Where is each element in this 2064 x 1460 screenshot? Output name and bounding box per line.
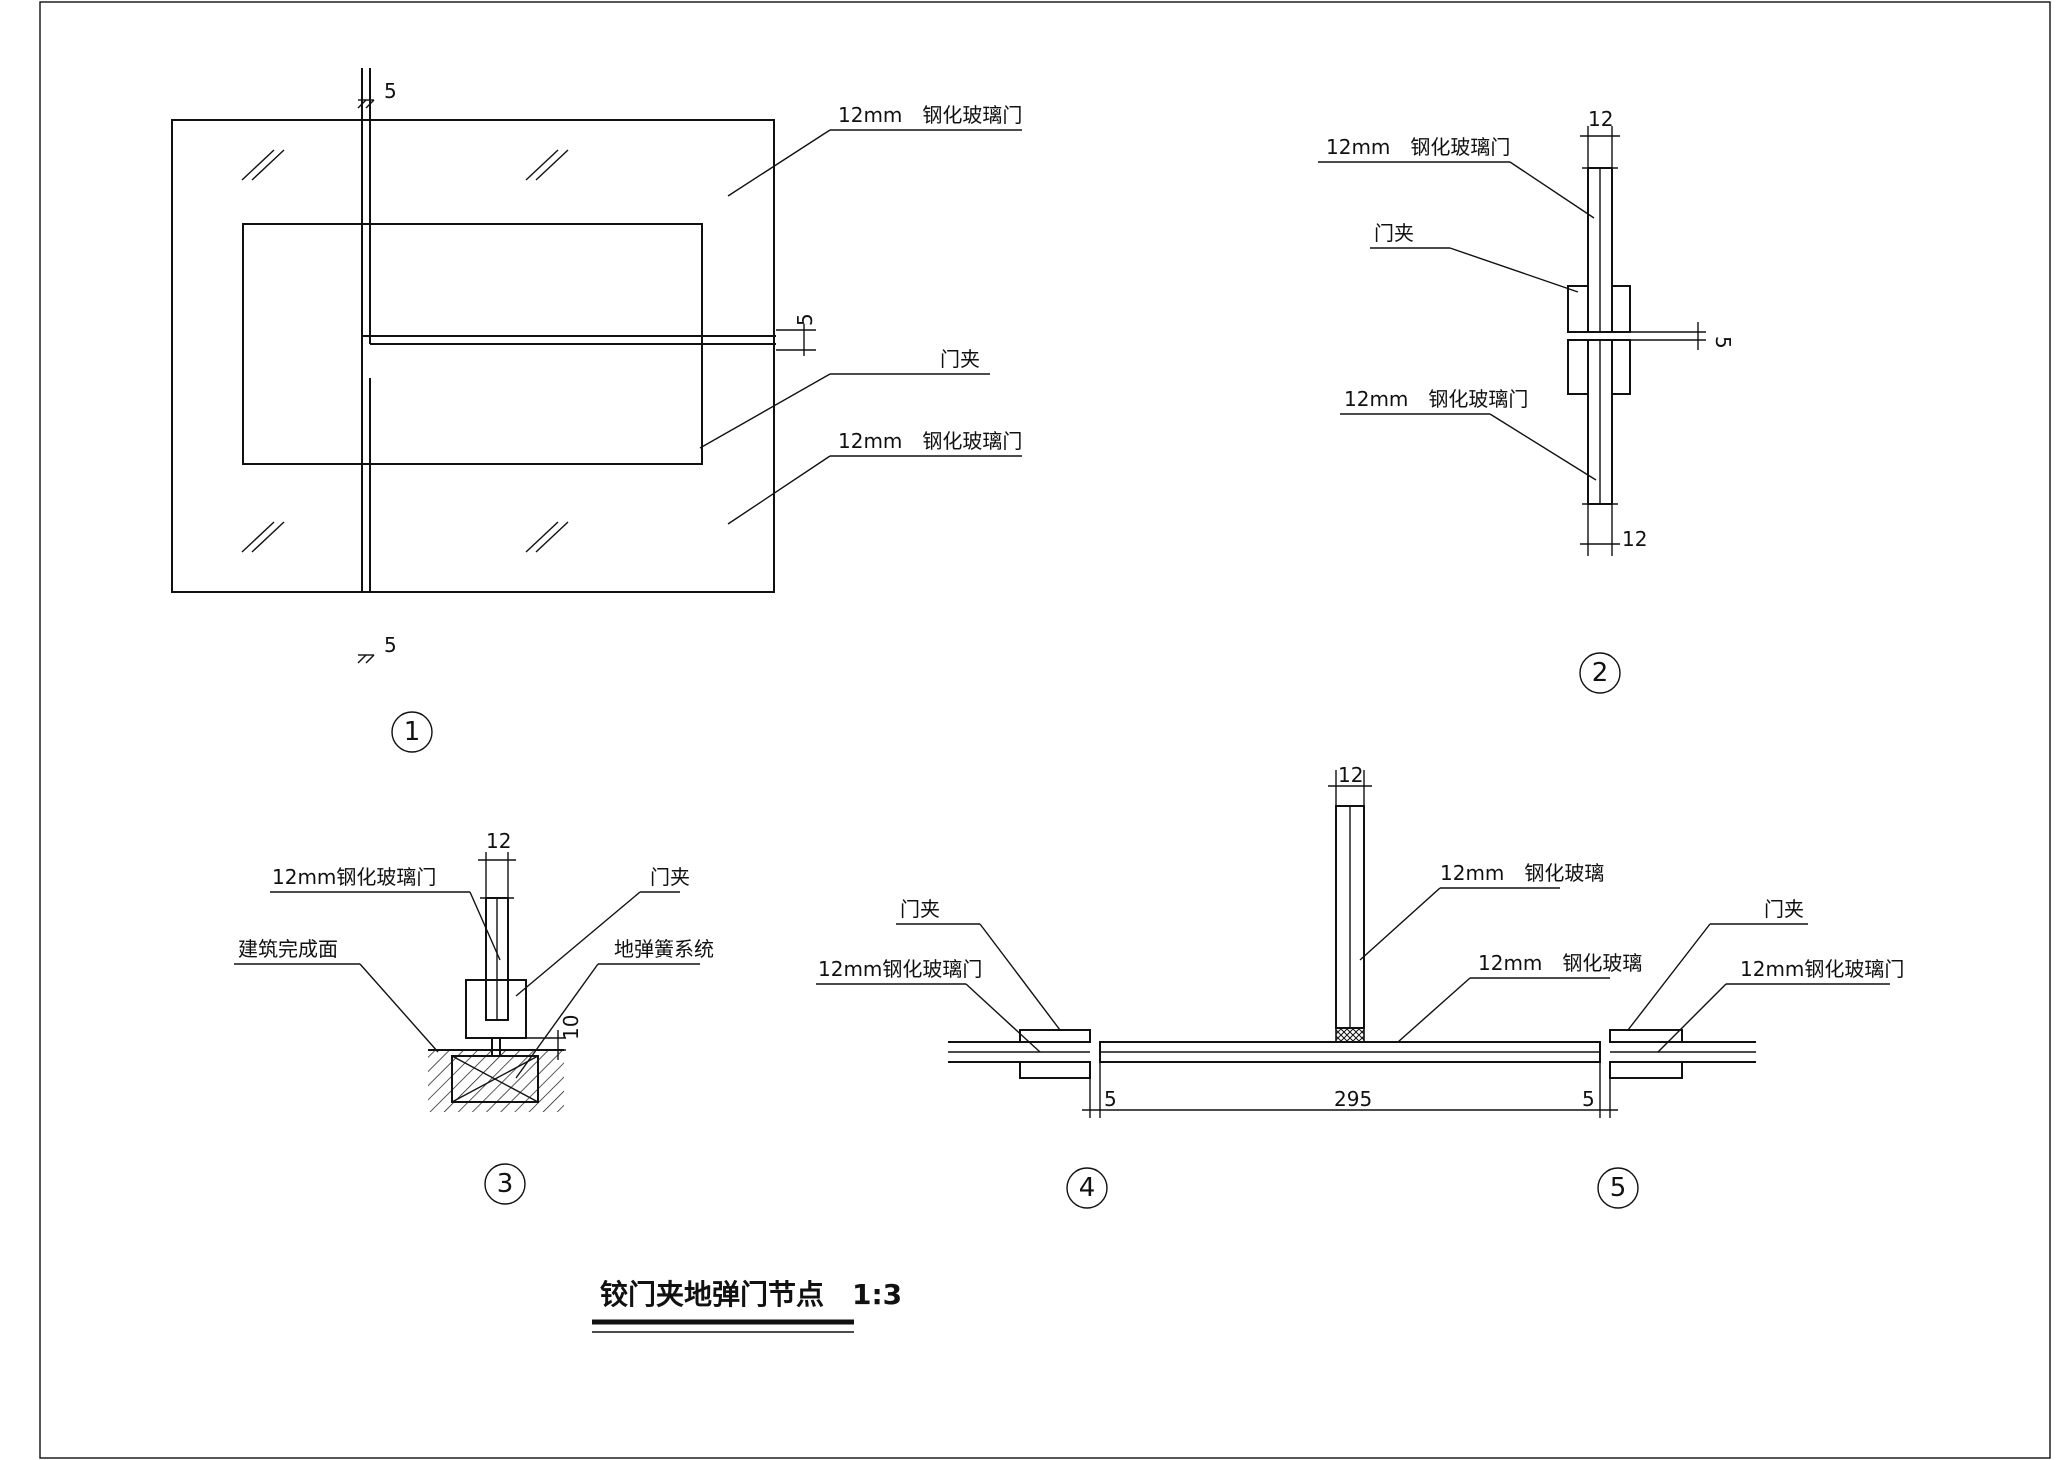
dim-gap: 5 xyxy=(1711,336,1735,349)
dim-left: 5 xyxy=(1104,1087,1117,1111)
detail-number: 3 xyxy=(497,1169,514,1199)
dimension-marks xyxy=(1580,126,1706,556)
clip-left-bottom xyxy=(1019,1061,1091,1079)
detail-number-5: 5 xyxy=(1610,1173,1627,1203)
leader-lines xyxy=(1318,161,1597,481)
detail-4-5: 12 5 295 5 12mm 钢化玻璃 12mm 钢化玻璃 门夹 12mm钢化… xyxy=(816,763,1904,1209)
detail-number-circle-4 xyxy=(1066,1167,1108,1209)
dim-right: 5 xyxy=(1582,1087,1595,1111)
label-door-clip: 门夹 xyxy=(1374,221,1414,245)
clip-right-top xyxy=(1609,1029,1683,1043)
clip-upper-left xyxy=(1567,285,1589,333)
leader-lines xyxy=(816,887,1890,1053)
clip-lower-left xyxy=(1567,339,1589,395)
dim-right: 5 xyxy=(793,313,817,326)
label-floor-spring: 地弹簧系统 xyxy=(614,937,714,961)
drawing-scale: 1:3 xyxy=(852,1278,902,1311)
drawing-title: 铰门夹地弹门节点 xyxy=(600,1278,824,1311)
drawing-title-block: 铰门夹地弹门节点 1:3 xyxy=(592,1278,902,1333)
detail-2: 12 12 5 12mm 钢化玻璃门 门夹 12mm 钢化玻璃门 2 xyxy=(1318,107,1735,694)
label-glass-bottom: 12mm 钢化玻璃门 xyxy=(838,429,1022,453)
dim-top: 12 xyxy=(1588,107,1613,131)
label-floor-finish: 建筑完成面 xyxy=(238,937,338,961)
clip-upper-right xyxy=(1611,285,1631,333)
leader-lines xyxy=(699,129,1022,525)
clip-right-bottom xyxy=(1609,1061,1683,1079)
label-glass-bottom: 12mm 钢化玻璃门 xyxy=(1344,387,1528,411)
detail-number-circle xyxy=(391,711,433,753)
label-glass-top: 12mm 钢化玻璃门 xyxy=(838,103,1022,127)
detail-number-4: 4 xyxy=(1079,1173,1096,1203)
label-glass-top: 12mm 钢化玻璃门 xyxy=(1326,135,1510,159)
glass-panel-outline xyxy=(171,119,775,593)
detail-number-circle-5 xyxy=(1597,1167,1639,1209)
label-door-clip-left: 门夹 xyxy=(900,897,940,921)
dim-bottom: 5 xyxy=(384,633,397,657)
dim-top: 12 xyxy=(1338,763,1363,787)
detail-number: 2 xyxy=(1592,658,1609,688)
detail-3: 12 10 12mm钢化玻璃门 门夹 建筑完成面 地弹簧系统 3 xyxy=(234,829,714,1205)
label-glass-horizontal: 12mm 钢化玻璃 xyxy=(1478,951,1642,975)
label-door-right: 12mm钢化玻璃门 xyxy=(1740,957,1904,981)
dim-side: 10 xyxy=(559,1015,583,1040)
label-door-clip-right: 门夹 xyxy=(1764,897,1804,921)
label-glass: 12mm钢化玻璃门 xyxy=(272,865,436,889)
door-clip xyxy=(465,979,527,1039)
dim-top: 12 xyxy=(486,829,511,853)
dimension-marks xyxy=(1082,770,1618,1118)
glass-gasket xyxy=(1335,1027,1365,1043)
dimension-marks xyxy=(478,852,566,1060)
dim-mid: 295 xyxy=(1334,1087,1372,1111)
detail-1: 5 5 5 12mm 钢化玻璃门 门夹 12mm 钢化玻璃门 1 xyxy=(171,68,1022,753)
detail-number: 1 xyxy=(404,717,421,747)
detail-number-circle xyxy=(484,1163,526,1205)
glass-hatch-marks xyxy=(241,149,569,553)
label-door-clip: 门夹 xyxy=(940,347,980,371)
leader-lines xyxy=(234,891,700,1079)
clip-left-top xyxy=(1019,1029,1091,1043)
dimension-marks xyxy=(357,99,816,664)
label-door-clip: 门夹 xyxy=(650,865,690,889)
dim-top: 5 xyxy=(384,79,397,103)
drawing-frame xyxy=(39,1,2051,1459)
clip-lower-right xyxy=(1611,339,1631,395)
label-glass-vertical: 12mm 钢化玻璃 xyxy=(1440,861,1604,885)
dim-bottom: 12 xyxy=(1622,527,1647,551)
floor-spring-box xyxy=(451,1055,539,1103)
label-door-left: 12mm钢化玻璃门 xyxy=(818,957,982,981)
detail-number-circle xyxy=(1579,652,1621,694)
